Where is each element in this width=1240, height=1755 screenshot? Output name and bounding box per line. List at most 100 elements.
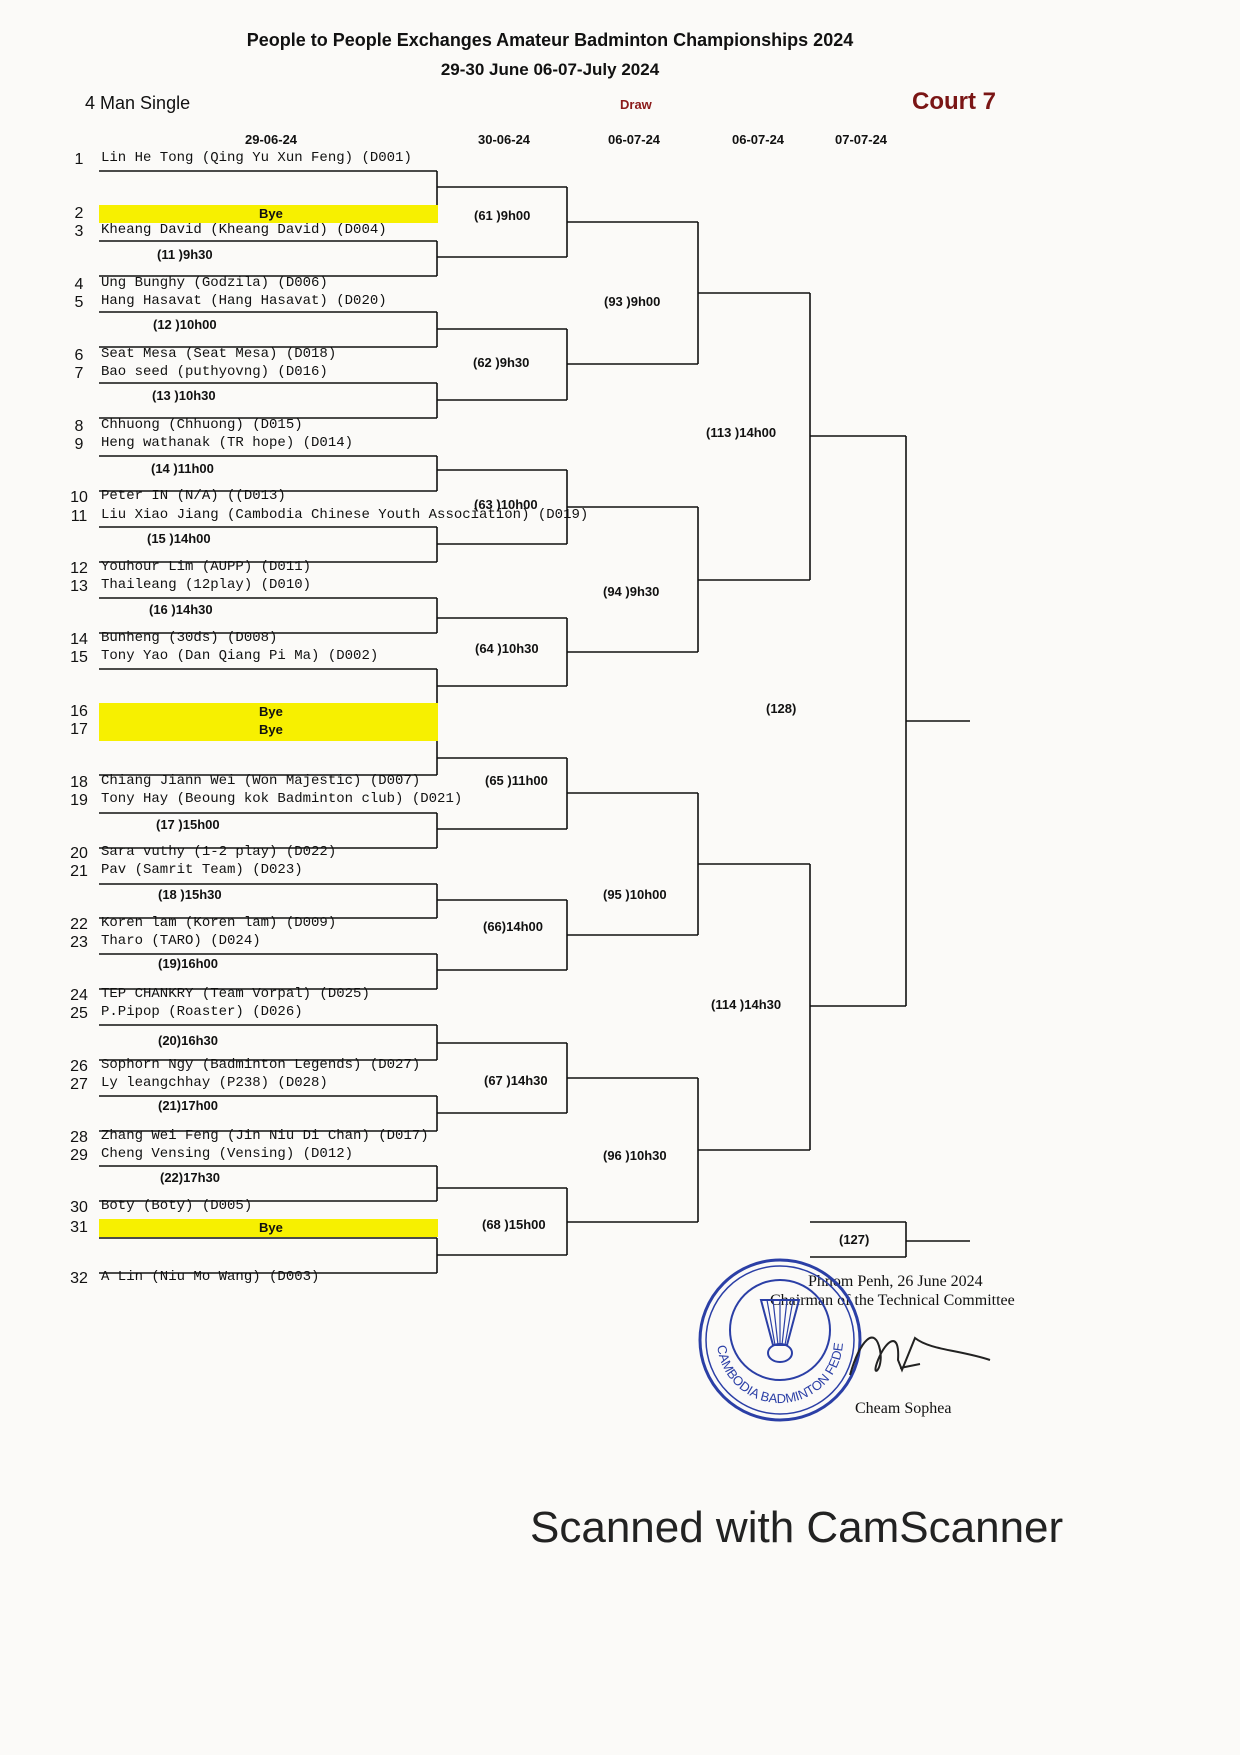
player-entry: Seat Mesa (Seat Mesa) (D018)	[101, 346, 337, 362]
entry-number: 22	[70, 916, 88, 933]
category-heading: 4 Man Single	[85, 93, 190, 114]
player-entry: Hang Hasavat (Hang Hasavat) (D020)	[101, 293, 387, 309]
match-label-r2: (62 )9h30	[473, 355, 530, 370]
match-label-r1: (20)16h30	[158, 1033, 218, 1048]
player-entry: Cheng Vensing (Vensing) (D012)	[101, 1146, 354, 1162]
player-entry: Thaileang (12play) (D010)	[101, 577, 312, 593]
match-label-semi: (114 )14h30	[711, 997, 782, 1012]
player-entry: Youhour Lim (AUPP) (D011)	[101, 559, 312, 575]
player-entry: A Lin (Niu Mo Wang) (D003)	[101, 1269, 320, 1285]
player-entry: Sophorn Ngy (Badminton Legends) (D027)	[101, 1057, 421, 1073]
player-entry: Lin He Tong (Qing Yu Xun Feng) (D001)	[101, 150, 412, 166]
bye-label: Bye	[259, 1220, 283, 1235]
entry-number: 2	[74, 205, 84, 222]
match-label-r2: (61 )9h00	[474, 208, 531, 223]
entry-number: 27	[70, 1076, 88, 1093]
entry-number: 13	[70, 578, 88, 595]
match-label-r2: (68 )15h00	[482, 1217, 546, 1232]
entry-number: 26	[70, 1058, 88, 1075]
page-title: People to People Exchanges Amateur Badmi…	[246, 30, 854, 50]
svg-text:CAMBODIA BADMINTON FEDERATION: CAMBODIA BADMINTON FEDERATION	[695, 1255, 846, 1406]
match-label-third-place: (127)	[839, 1232, 870, 1247]
entry-number: 21	[70, 863, 88, 880]
match-label-r1: (12 )10h00	[153, 317, 217, 332]
entry-number: 14	[70, 631, 88, 648]
entry-number: 6	[74, 347, 84, 364]
match-label-r1: (17 )15h00	[156, 817, 220, 832]
player-entry: Pav (Samrit Team) (D023)	[101, 862, 303, 878]
entry-number: 3	[74, 223, 84, 240]
entry-number: 12	[70, 560, 88, 577]
bye-highlight	[99, 1219, 438, 1237]
signatory-name: Cheam Sophea	[855, 1400, 952, 1417]
signature-scribble	[849, 1336, 991, 1376]
entry-number: 7	[74, 365, 84, 382]
round-date-4: 06-07-24	[732, 132, 785, 147]
match-label-r2: (64 )10h30	[475, 641, 539, 656]
entry-number: 29	[70, 1147, 88, 1164]
round-date-3: 06-07-24	[608, 132, 661, 147]
round-date-1: 29-06-24	[245, 132, 298, 147]
bye-label: Bye	[259, 704, 283, 719]
category-name: Man Single	[100, 93, 191, 113]
match-label-r1: (21)17h00	[158, 1098, 218, 1113]
match-label-quarter: (95 )10h00	[603, 887, 667, 902]
match-label-r2: (66)14h00	[483, 919, 543, 934]
entry-number: 24	[70, 987, 88, 1004]
player-entry: Boty (Boty) (D005)	[101, 1198, 253, 1214]
round-date-5: 07-07-24	[835, 132, 888, 147]
match-label-r1: (11 )9h30	[157, 247, 213, 262]
player-entry: Peter IN (N/A) ((D013)	[101, 488, 286, 504]
court-label: Court 7	[912, 88, 996, 115]
match-label-r1: (22)17h30	[160, 1170, 220, 1185]
player-entry: Ly leangchhay (P238) (D028)	[101, 1075, 328, 1091]
federation-seal: CAMBODIA BADMINTON FEDERATION	[695, 1255, 862, 1422]
seal-text: CAMBODIA BADMINTON FEDERATION	[695, 1255, 846, 1406]
player-entry: Kheang David (Kheang David) (D004)	[101, 222, 387, 238]
bye-highlight	[99, 721, 438, 739]
round-date-2: 30-06-24	[478, 132, 531, 147]
entry-number: 15	[70, 649, 88, 666]
entry-number: 10	[70, 489, 88, 506]
entry-number: 8	[74, 418, 84, 435]
player-entry: Chhuong (Chhuong) (D015)	[101, 417, 303, 433]
player-entry: Ung Bunghy (Godzila) (D006)	[101, 275, 328, 291]
match-label-final: (128)	[766, 701, 797, 716]
entry-number: 19	[70, 792, 88, 809]
bye-label: Bye	[259, 206, 283, 221]
entry-number: 5	[74, 294, 84, 311]
bye-highlight	[99, 205, 438, 223]
entry-number: 17	[70, 721, 88, 738]
player-entry: Tony Yao (Dan Qiang Pi Ma) (D002)	[101, 648, 379, 664]
match-label-r1: (13 )10h30	[152, 388, 216, 403]
player-entry: Chiang Jiann Wei (Won Majestic) (D007)	[101, 773, 421, 789]
match-label-quarter: (96 )10h30	[603, 1148, 667, 1163]
entry-number: 4	[74, 276, 84, 293]
match-label-r2: (63 )10h00	[474, 497, 538, 512]
match-label-semi: (113 )14h00	[706, 425, 777, 440]
entry-number: 9	[74, 436, 84, 453]
entry-number: 30	[70, 1199, 88, 1216]
category-number: 4	[85, 93, 96, 113]
player-entry: Liu Xiao Jiang (Cambodia Chinese Youth A…	[101, 507, 589, 523]
match-label-quarter: (93 )9h00	[604, 294, 661, 309]
entry-number: 20	[70, 845, 88, 862]
match-label-quarter: (94 )9h30	[603, 584, 660, 599]
signatory-role: Chairman of the Technical Committee	[770, 1292, 1015, 1309]
entry-number: 32	[70, 1270, 88, 1287]
player-entry: Bunheng (30ds) (D008)	[101, 630, 278, 646]
player-entry: Sara vuthy (1-2 play) (D022)	[101, 844, 337, 860]
player-entry: Tony Hay (Beoung kok Badminton club) (D0…	[101, 791, 463, 807]
match-label-r1: (16 )14h30	[149, 602, 213, 617]
entry-number: 16	[70, 703, 88, 720]
player-entry: Bao seed (puthyovng) (D016)	[101, 364, 328, 380]
player-entry: Koren lam (Koren lam) (D009)	[101, 915, 337, 931]
entry-number: 11	[70, 508, 88, 525]
match-label-r1: (18 )15h30	[158, 887, 222, 902]
entry-number: 25	[70, 1005, 88, 1022]
entry-number: 28	[70, 1129, 88, 1146]
entry-number: 1	[74, 151, 84, 168]
match-label-r2: (67 )14h30	[484, 1073, 548, 1088]
player-entry: Zhang Wei Feng (Jin Niu Di Chan) (D017)	[101, 1128, 429, 1144]
